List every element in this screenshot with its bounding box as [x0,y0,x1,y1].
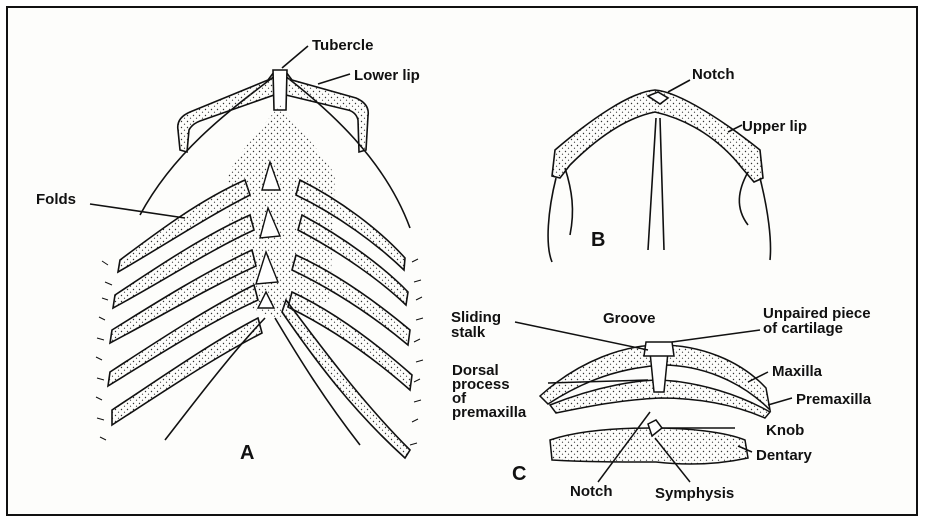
unpaired-cartilage [644,342,674,356]
label-dorsal-process: Dorsal process of premaxilla [452,364,526,420]
dentary [550,428,748,464]
label-upper-lip: Upper lip [742,119,807,134]
label-groove: Groove [603,311,656,326]
folds-right [282,180,412,458]
snout-left-inner [565,168,572,235]
label-unpaired-line: of cartilage [763,321,871,336]
label-unpaired-piece: Unpaired piece of cartilage [763,306,871,336]
unpaired-leader [672,330,760,342]
upper-lip [552,90,763,182]
diagram-a [90,46,423,458]
tubercle [273,70,287,110]
letter-b: B [591,230,605,250]
diagram-c [515,322,792,482]
snout-left [548,178,556,262]
label-premaxilla: Premaxilla [796,392,871,407]
dorsal-process [650,352,668,392]
tubercle-leader [282,46,308,68]
label-symphysis: Symphysis [655,486,734,501]
label-unpaired-line: Unpaired piece [763,306,871,321]
label-sliding-stalk-line: Sliding [451,310,501,325]
label-knob: Knob [766,423,804,438]
snout-right-inner [739,172,748,225]
central-plate [228,105,335,320]
letter-c: C [512,464,526,484]
midline [648,118,664,250]
snout-right [760,178,771,260]
label-dorsal-line: premaxilla [452,406,526,420]
label-sliding-stalk-line: stalk [451,325,501,340]
label-folds: Folds [36,192,76,207]
lower-lip-leader [318,74,350,84]
letter-a: A [240,443,254,463]
label-dentary: Dentary [756,448,812,463]
label-notch-c: Notch [570,484,613,499]
diagram-b [548,80,770,262]
label-sliding-stalk: Sliding stalk [451,310,501,340]
premaxilla-leader [768,398,792,405]
notch-leader [668,80,690,92]
label-lower-lip: Lower lip [354,68,420,83]
label-maxilla: Maxilla [772,364,822,379]
label-notch-b: Notch [692,67,735,82]
folds-leader [90,204,185,218]
label-tubercle: Tubercle [312,38,373,53]
